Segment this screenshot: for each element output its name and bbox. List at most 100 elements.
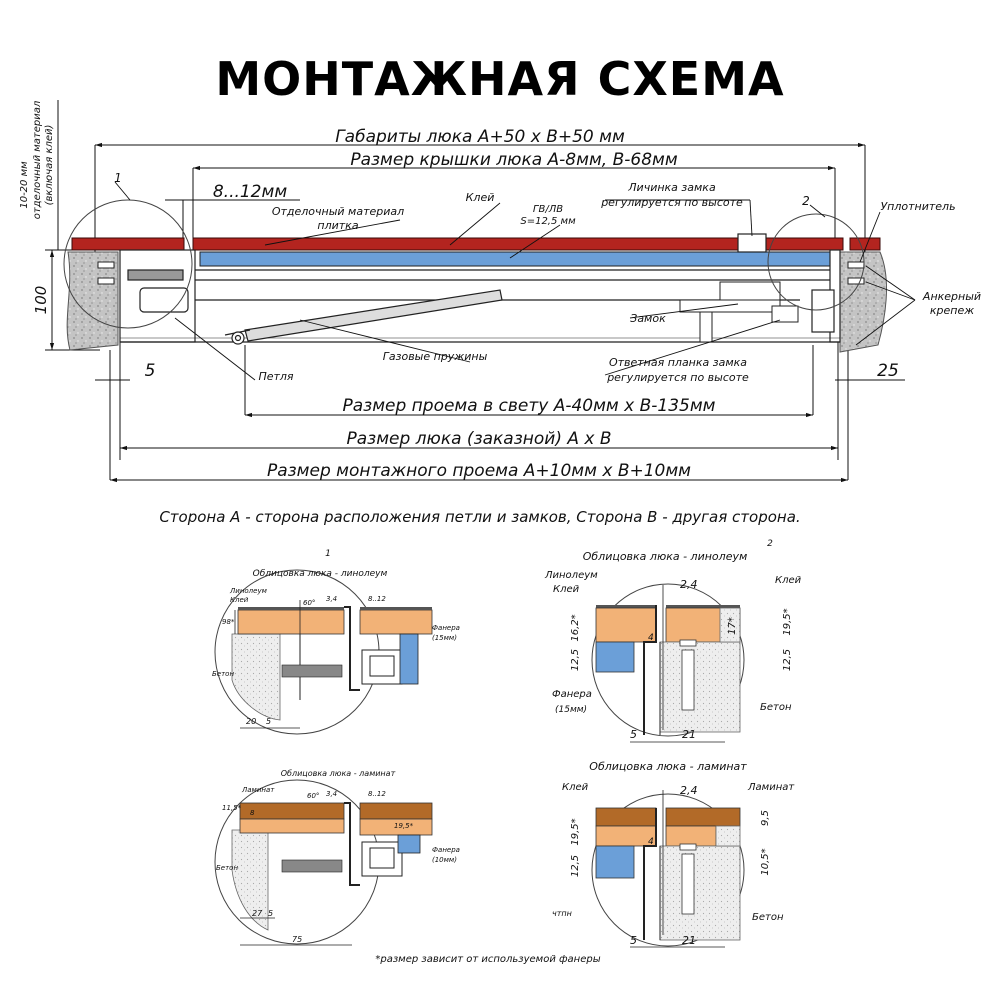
- detail-2a-labels: 2 Облицовка люка - линолеум Линолеум Кле…: [544, 539, 802, 741]
- label-finish-1: Отделочный материал: [272, 205, 404, 218]
- d2a-17: 17*: [727, 617, 738, 635]
- d2b-21: 21: [682, 934, 696, 947]
- d1a-cover: Линолеум: [229, 587, 268, 595]
- label-gvl-1: ГВ/ЛВ: [533, 204, 563, 215]
- callout-2: 2: [802, 194, 810, 208]
- d1b-115: 11,5*: [222, 804, 242, 812]
- d2a-ply-2: (15мм): [555, 705, 587, 715]
- d2a-195: 19,5*: [782, 608, 793, 635]
- d2b-95: 9,5: [760, 810, 771, 826]
- concrete-left: [66, 251, 119, 351]
- label-lock-cyl-1: Личинка замка: [627, 181, 716, 194]
- d1b-812: 8..12: [368, 790, 386, 798]
- d1b-75: 75: [292, 935, 302, 944]
- drywall-layer: [199, 251, 831, 267]
- d1a-98: 98*: [222, 618, 235, 626]
- d1b-title: Облицовка люка - ламинат: [281, 769, 396, 778]
- label-gas-springs: Газовые пружины: [383, 350, 488, 363]
- label-anchor-1: Анкерный: [922, 290, 981, 303]
- side-label-1: 10-20 мм: [19, 161, 30, 209]
- lock-mechanism: [679, 281, 799, 343]
- d1a-glue: Клей: [230, 596, 249, 604]
- d1a-60: 60°: [303, 599, 315, 607]
- detail-1a-labels: 1 Облицовка люка - линолеум Линолеум Кле…: [212, 549, 460, 726]
- dim-gabarity-label: Габариты люка А+50 х В+50 мм: [335, 127, 625, 147]
- label-strike-2: регулируется по высоте: [606, 371, 749, 384]
- d2a-glue: Клей: [553, 584, 580, 595]
- dim-25-label: 25: [877, 361, 899, 381]
- d1a-concrete: Бетон: [212, 670, 234, 678]
- detail-1b-labels: Облицовка люка - ламинат Ламинат 11,5* 8…: [216, 769, 460, 944]
- d2b-105: 10,5*: [760, 848, 771, 875]
- d1b-60: 60°: [307, 792, 319, 800]
- label-lock-cyl-2: регулируется по высоте: [600, 196, 743, 209]
- gas-spring: [224, 289, 503, 345]
- detail-1a: [214, 569, 433, 735]
- d2b-5: 5: [630, 934, 637, 947]
- detail-2b-labels: Облицовка люка - ламинат Клей Ламинат 2,…: [552, 760, 795, 947]
- d1b-195: 19,5*: [394, 822, 414, 830]
- d2b-24: 2,4: [680, 784, 698, 797]
- d1b-27: 27: [252, 909, 263, 918]
- d1b-5: 5: [268, 909, 273, 918]
- d1a-ply-1: Фанера: [432, 624, 460, 632]
- d1a-ply-2: (15мм): [432, 634, 457, 642]
- detail-2-number: 2: [767, 539, 773, 549]
- lock-cylinder: [737, 233, 767, 253]
- concrete-right: [839, 251, 887, 353]
- d1b-concrete: Бетон: [216, 864, 238, 872]
- d1a-title: Облицовка люка - линолеум: [253, 569, 388, 579]
- d1b-8: 8: [250, 809, 255, 817]
- main-section: [45, 100, 916, 483]
- side-label-3: (включая клей): [44, 125, 55, 206]
- d1a-812: 8..12: [368, 595, 386, 603]
- detail-1b: [214, 779, 433, 946]
- dim-5-label: 5: [145, 361, 156, 381]
- d1a-20: 20: [246, 717, 256, 726]
- footnote: *размер зависит от используемой фанеры: [375, 954, 600, 965]
- sides-note: Сторона А - сторона расположения петли и…: [159, 508, 800, 526]
- d2b-concrete: Бетон: [752, 912, 784, 923]
- d1b-ply-1: Фанера: [432, 846, 460, 854]
- side-label-2: отделочный материал: [32, 100, 43, 219]
- finish-layer-right: [849, 237, 881, 251]
- d2b-glue: Клей: [562, 782, 589, 793]
- detail-circle-1: [63, 199, 193, 329]
- dim-hatch-label: Размер люка (заказной) А х В: [346, 429, 611, 449]
- label-seal: Уплотнитель: [880, 200, 955, 213]
- d1b-ply-2: (10мм): [432, 856, 457, 864]
- label-glue: Клей: [466, 191, 495, 204]
- d2a-ply-1: Фанера: [552, 689, 592, 700]
- detail-2a: [591, 583, 745, 743]
- d2b-cover: Ламинат: [747, 782, 795, 793]
- detail-circle-2: [767, 213, 865, 311]
- detail-2b: [591, 790, 745, 948]
- finish-layer-lid: [192, 237, 844, 251]
- label-anchor-2: крепеж: [930, 304, 974, 317]
- d2b-stamp: чтпн: [552, 909, 572, 918]
- dim-gap-label: 8...12мм: [213, 182, 287, 202]
- label-finish-2: плитка: [317, 219, 358, 232]
- anchor-bolts: [97, 261, 865, 285]
- dim-lid-label: Размер крышки люка А-8мм, В-68мм: [350, 150, 678, 170]
- d2a-glue-right: Клей: [775, 575, 802, 586]
- d2a-cover: Линолеум: [544, 570, 598, 581]
- label-gvl-2: S=12,5 мм: [520, 216, 576, 227]
- finish-layer-left: [71, 237, 185, 251]
- page-title: МОНТАЖНАЯ СХЕМА: [215, 52, 785, 106]
- label-strike-1: Ответная планка замка: [609, 356, 747, 369]
- d2a-125-right: 12,5: [782, 649, 793, 671]
- d1b-cover: Ламинат: [241, 786, 275, 794]
- d2a-title: Облицовка люка - линолеум: [583, 550, 748, 563]
- label-hinge: Петля: [258, 370, 293, 383]
- d2b-title: Облицовка люка - ламинат: [589, 760, 747, 773]
- main-labels: Габариты люка А+50 х В+50 мм Размер крыш…: [19, 100, 981, 526]
- d2b-195: 19,5*: [570, 818, 581, 845]
- d2a-24: 2,4: [680, 578, 698, 591]
- d2a-162: 16,2*: [570, 614, 581, 641]
- d2b-125: 12,5: [570, 855, 581, 877]
- d1b-34: 3,4: [326, 790, 337, 798]
- d1a-34: 3,4: [326, 595, 337, 603]
- dim-mount-label: Размер монтажного проема А+10мм х В+10мм: [267, 461, 691, 481]
